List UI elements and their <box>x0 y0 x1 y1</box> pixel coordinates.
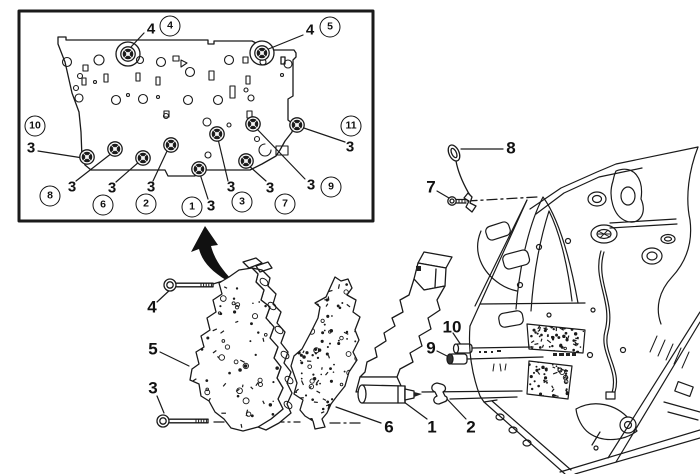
inset-bolt-label-3: 3 <box>107 179 117 197</box>
circled-callout-11: 11 <box>340 115 362 137</box>
circled-callout-3: 3 <box>231 191 253 213</box>
inset-bolt-label-3: 3 <box>226 178 236 196</box>
circled-callout-2: 2 <box>135 193 157 215</box>
transmission-case <box>468 146 700 474</box>
circled-callout-4: 4 <box>159 15 181 37</box>
attachment-bolts <box>156 278 214 428</box>
curved-up-arrow <box>191 226 235 283</box>
solenoid-assembly <box>355 251 453 404</box>
circled-callout-9: 9 <box>320 176 342 198</box>
valve-body <box>189 257 294 432</box>
inset-bolt-label-3: 3 <box>146 178 156 196</box>
circled-callout-10: 10 <box>24 115 46 137</box>
part-label-10: 10 <box>442 317 462 337</box>
rod-markings <box>479 350 576 356</box>
circled-callout-8: 8 <box>39 185 61 207</box>
inset-bolt-label-4: 4 <box>146 20 156 38</box>
circled-callout-1: 1 <box>181 196 203 218</box>
inset-bolt-label-3: 3 <box>67 178 77 196</box>
inset-bolt-label-3: 3 <box>345 138 355 156</box>
part-label-2: 2 <box>466 417 476 437</box>
part-label-9: 9 <box>426 338 436 358</box>
inset-leader-lines <box>37 32 346 200</box>
inset-bolt-label-3: 3 <box>306 176 316 194</box>
inset-bolt-label-3: 3 <box>26 139 36 157</box>
circled-callout-6: 6 <box>92 194 114 216</box>
plate-holes <box>61 54 293 159</box>
part-label-7: 7 <box>426 177 436 197</box>
circled-callout-7: 7 <box>274 193 296 215</box>
retainer-clip <box>431 382 448 405</box>
small-bolt-7 <box>447 196 467 206</box>
exploded-view <box>156 144 576 432</box>
part-label-1: 1 <box>427 417 437 437</box>
selector-rod-8 <box>447 144 477 213</box>
part-label-5: 5 <box>148 339 158 359</box>
part-label-6: 6 <box>384 417 394 437</box>
part-label-8: 8 <box>506 138 516 158</box>
part-label-3: 3 <box>148 378 158 398</box>
part-label-4: 4 <box>147 297 157 317</box>
inset-bolt-label-3: 3 <box>265 179 275 197</box>
inset-bolt-label-4: 4 <box>305 21 315 39</box>
harness-connectors <box>446 343 576 372</box>
inset-bolts <box>79 45 305 177</box>
inset-bolt-label-3: 3 <box>206 197 216 215</box>
circled-callout-5: 5 <box>319 16 341 38</box>
inset-box <box>17 9 375 223</box>
spacer-plate-gasket <box>290 276 361 430</box>
